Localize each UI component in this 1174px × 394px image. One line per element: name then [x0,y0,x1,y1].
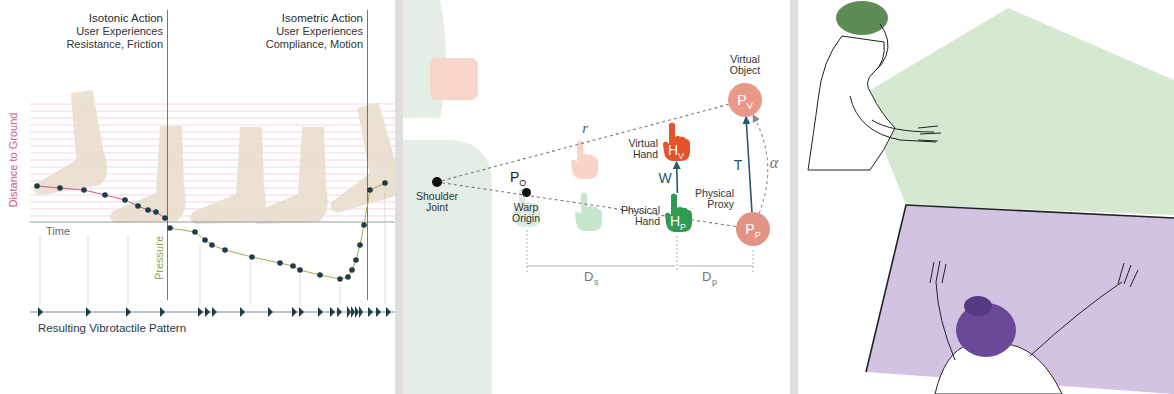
symbol-subscript: O [519,178,526,188]
axis-label: Isometric Action [282,12,363,25]
node-label: Virtual Hand [616,138,658,160]
gait-panel [21,10,395,318]
symbol-letter: H [670,213,680,229]
axis-label: Isotonic Action [89,12,163,25]
edge-label: T [734,158,743,172]
symbol-subscript: P [680,222,686,232]
hand-node: Virtual HandHV [660,122,692,162]
dashed-connector [442,183,736,227]
dashed-connector [753,115,768,213]
node-label: Warp Origin [503,202,549,224]
axis-label: Time [46,225,70,237]
axis-label: User Experiences [276,25,363,37]
symbol-subscript: V [678,151,684,161]
symbol: PO [510,168,526,186]
body-silhouette [403,0,492,394]
object-circle: Physical ProxyPP [736,212,770,246]
joint-dot: Shoulder Joint [432,177,442,187]
symbol: HV [660,141,692,159]
touch-scene [808,1,1174,394]
symbol-letter: P [745,221,754,237]
axis-label: D [702,270,711,284]
hand-node: Physical HandHP [662,193,694,233]
symbol: HP [662,212,694,230]
symbol: PV [728,91,762,109]
edge-label: r [582,120,588,135]
dashed-connector [442,104,729,180]
axis-label: s [594,278,599,288]
node-label: Physical Hand [612,205,660,227]
edge-label: α [770,155,778,171]
sample-dots [34,180,388,282]
axis-label: Resulting Vibrotactile Pattern [38,322,186,335]
symbol: PP [736,220,770,238]
joint-dot: Warp OriginPO [522,188,531,197]
axis-label: Compliance, Motion [266,38,363,50]
node-label: Physical Proxy [688,188,734,210]
arrow-connector [676,162,678,193]
node-label: Shoulder Joint [412,191,462,213]
symbol-letter: P [737,92,746,108]
feet [21,89,395,224]
axis-label: Pressure [153,236,165,280]
axis-label: D [584,270,593,284]
vibrotactile-pulses [38,306,391,318]
symbol-subscript: P [755,230,761,240]
dimension-lines [527,230,753,272]
axis-label: Distance to Ground [7,113,19,208]
edge-label: W [658,171,671,185]
axis-label: Resistance, Friction [66,38,163,50]
arrow-connector [746,117,752,212]
node-label: Virtual Object [722,54,768,76]
symbol-letter: P [510,169,519,185]
symbol-letter: H [668,142,678,158]
axis-label: p [712,278,717,288]
object-circle: Virtual ObjectPV [728,83,762,117]
axis-label: User Experiences [76,25,163,37]
symbol-subscript: V [747,101,753,111]
